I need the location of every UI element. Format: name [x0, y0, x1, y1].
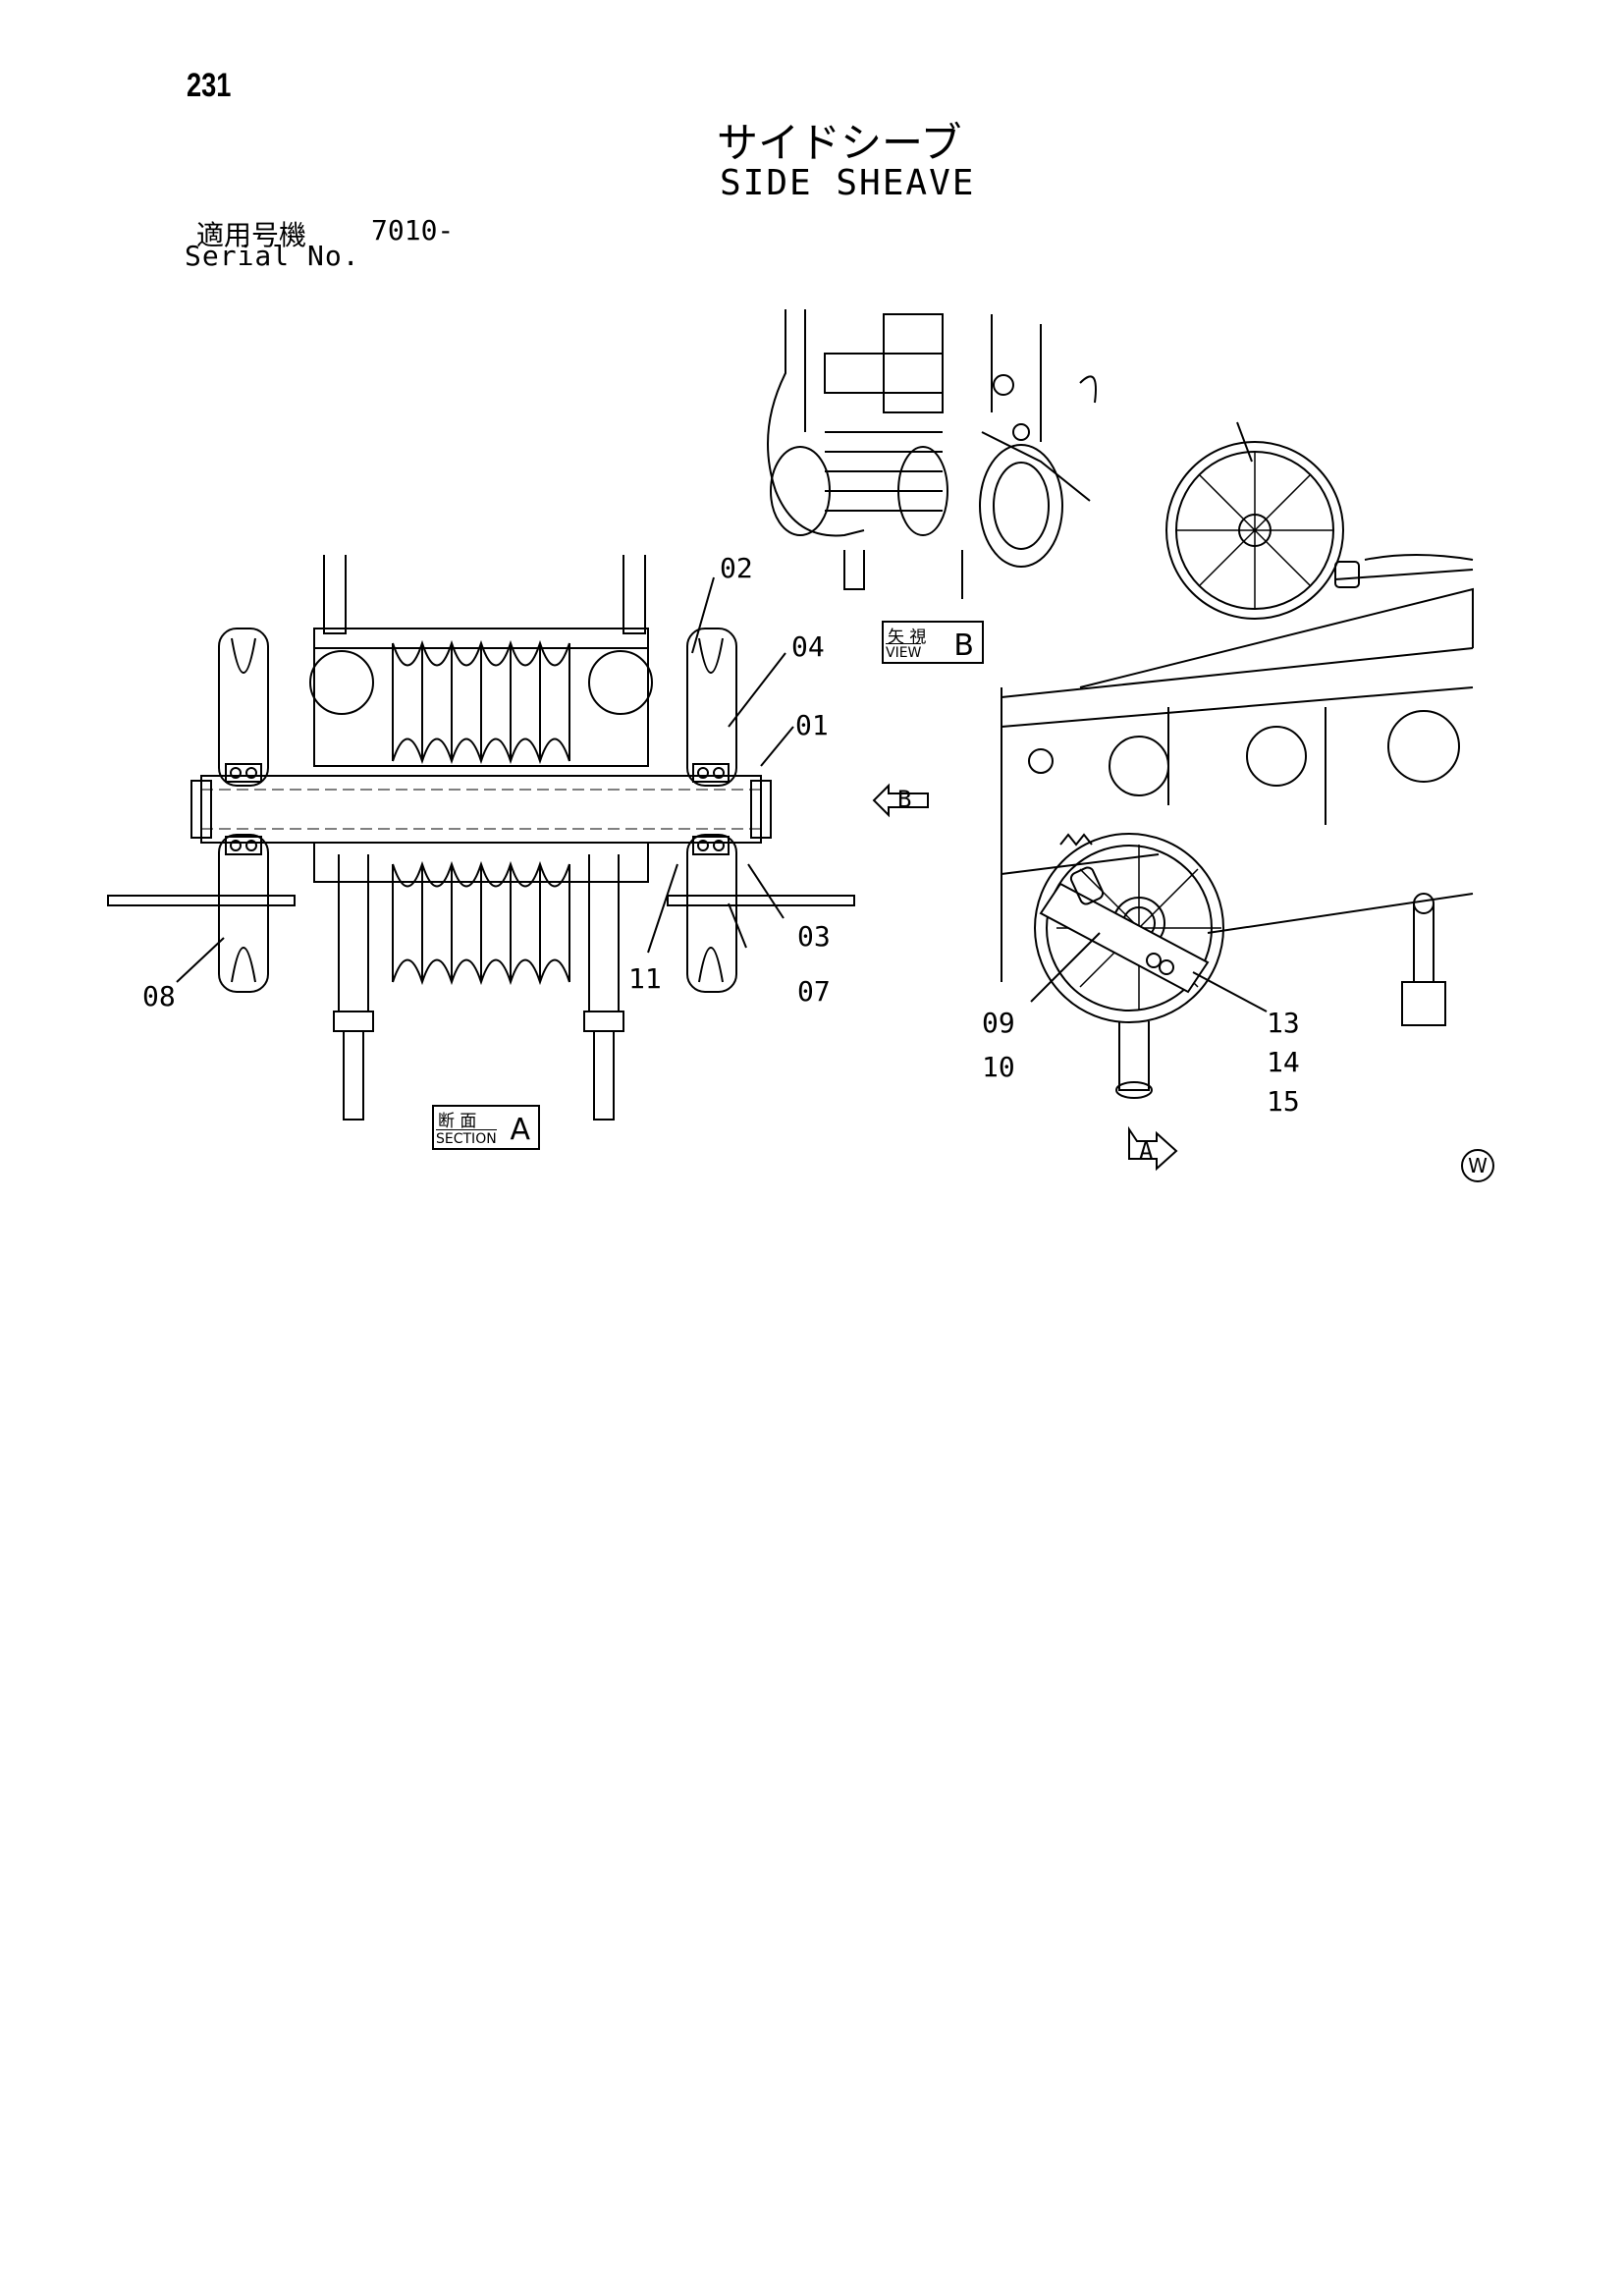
callout-15: 15 [1267, 1085, 1300, 1118]
section-a-label-jp: 断 面 [438, 1112, 477, 1131]
page-title-japanese: サイドシーブ [717, 119, 962, 167]
section-a-view [107, 555, 855, 1121]
section-a-arrow-letter: A [1139, 1137, 1154, 1165]
section-a-label-en: SECTION [436, 1129, 497, 1147]
section-a-label: 断 面 SECTION A [432, 1105, 540, 1150]
side-elevation-view [872, 421, 1474, 1172]
winch-drum-bottom [392, 860, 570, 986]
serial-number-value: 7010- [371, 214, 455, 246]
callout-09: 09 [982, 1007, 1015, 1039]
callout-03: 03 [797, 920, 831, 953]
main-shaft [190, 775, 772, 844]
view-b-label-jp: 矢 視 [888, 628, 927, 647]
small-side-sheave [1034, 833, 1224, 1023]
callout-14: 14 [1267, 1046, 1300, 1078]
callout-11: 11 [628, 962, 662, 995]
section-a-letter: A [510, 1113, 530, 1147]
serial-label-english: Serial No. [185, 240, 360, 272]
winch-drum-top [392, 639, 570, 765]
callout-02: 02 [720, 552, 753, 584]
right-sheave [686, 628, 737, 993]
section-a-arrow-icon [1128, 1125, 1178, 1172]
page-number: 231 [187, 67, 232, 104]
view-b-view [767, 309, 1097, 599]
page-title-english: SIDE SHEAVE [720, 163, 976, 203]
view-b-letter: B [953, 629, 974, 663]
callout-01: 01 [795, 709, 829, 741]
serial-label-japanese: 適用号機 [196, 219, 307, 251]
view-b-arrow-icon [872, 783, 929, 818]
view-b-label: 矢 視 VIEW B [882, 621, 984, 664]
callout-10: 10 [982, 1051, 1015, 1083]
callout-13: 13 [1267, 1007, 1300, 1039]
callout-07: 07 [797, 975, 831, 1008]
view-b-label-en: VIEW [886, 643, 922, 661]
callout-04: 04 [791, 630, 825, 663]
callout-08: 08 [142, 980, 176, 1012]
left-sheave [218, 628, 269, 993]
w-mark-icon: W [1461, 1149, 1494, 1182]
view-b-arrow-letter: B [897, 786, 912, 813]
